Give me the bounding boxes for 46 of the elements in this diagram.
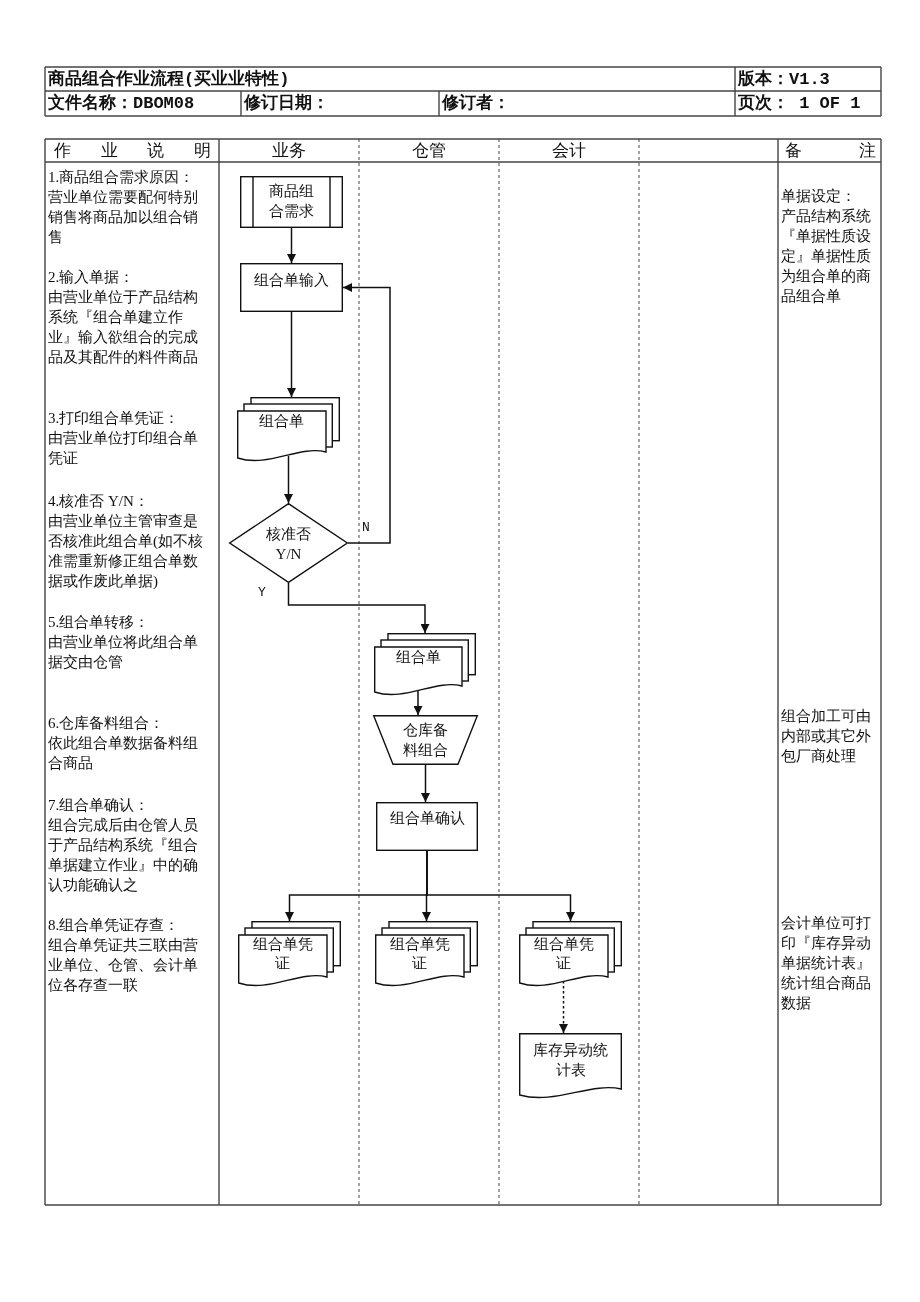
column-header: 仓管: [411, 140, 447, 162]
step-heading: 7.组合单确认：: [48, 796, 151, 815]
arrow: [421, 764, 430, 803]
step-description: 由营业单位于产品结构系统『组合单建立作业』输入欲组合的完成品及其配件的料件商品: [48, 288, 199, 367]
file-name-text: 文件名称：DBOM08: [48, 93, 196, 115]
column-header: 业务: [271, 140, 307, 162]
note-heading: 单据设定：: [781, 187, 857, 206]
step-description: 组合完成后由仓管人员于产品结构系统『组合单据建立作业』中的确认功能确认之: [48, 816, 199, 895]
arrow: [342, 283, 391, 544]
step-heading: 2.输入单据：: [48, 268, 136, 287]
page-number-text: 页次： 1 OF 1: [738, 93, 862, 115]
step-description: 依此组合单数据备料组合商品: [48, 734, 199, 773]
process-box: 组合单确认: [376, 802, 478, 851]
step-heading: 3.打印组合单凭证：: [48, 409, 181, 428]
column-header: 会计: [551, 140, 587, 162]
step-heading: 4.核准否 Y/N：: [48, 492, 150, 511]
arrow: [426, 850, 575, 922]
arrow: [413, 689, 423, 716]
revision-date-text: 修订日期：: [244, 93, 330, 115]
arrow: [284, 455, 293, 504]
note-text: 会计单位可打印『库存异动单据统计表』统计组合商品数据: [781, 914, 872, 1013]
note-text: 产品结构系统『单据性质设定』单据性质为组合单的商品组合单: [781, 207, 872, 306]
note-text: 组合加工可由内部或其它外包厂商处理: [781, 707, 872, 766]
step-heading: 1.商品组合需求原因：: [48, 168, 196, 187]
predefined-process-box: 商品组合需求: [240, 176, 343, 228]
form-title: 商品组合作业流程(买业业特性): [48, 69, 291, 91]
version-text: 版本：V1.3: [738, 69, 831, 91]
step-description: 组合单凭证共三联由营业单位、仓管、会计单位各存查一联: [48, 936, 199, 995]
step-description: 由营业单位将此组合单据交由仓管: [48, 633, 199, 672]
arrow: [287, 227, 296, 264]
column-header: 备注: [785, 140, 876, 162]
arrow: [287, 582, 430, 634]
step-description: 营业单位需要配何特别销售将商品加以组合销售: [48, 188, 199, 247]
manual-operation-box: 仓库备料组合: [373, 715, 478, 765]
step-heading: 5.组合单转移：: [48, 613, 151, 632]
document-shape: 库存异动统计表: [519, 1033, 622, 1101]
arrow: [287, 311, 296, 398]
column-header: 作业说明: [54, 140, 211, 162]
step-description: 由营业单位打印组合单凭证: [48, 429, 199, 468]
step-heading: 8.组合单凭证存查：: [48, 916, 181, 935]
step-heading: 6.仓库备料组合：: [48, 714, 166, 733]
reviser-text: 修订者：: [442, 93, 511, 115]
arrow: [559, 980, 568, 1034]
decision-diamond: 核准否 Y/N: [229, 503, 348, 583]
process-box: 组合单输入: [240, 263, 343, 312]
step-description: 由营业单位主管审查是否核准此组合单(如不核准需重新修正组合单数据或作废此单据): [48, 512, 204, 591]
